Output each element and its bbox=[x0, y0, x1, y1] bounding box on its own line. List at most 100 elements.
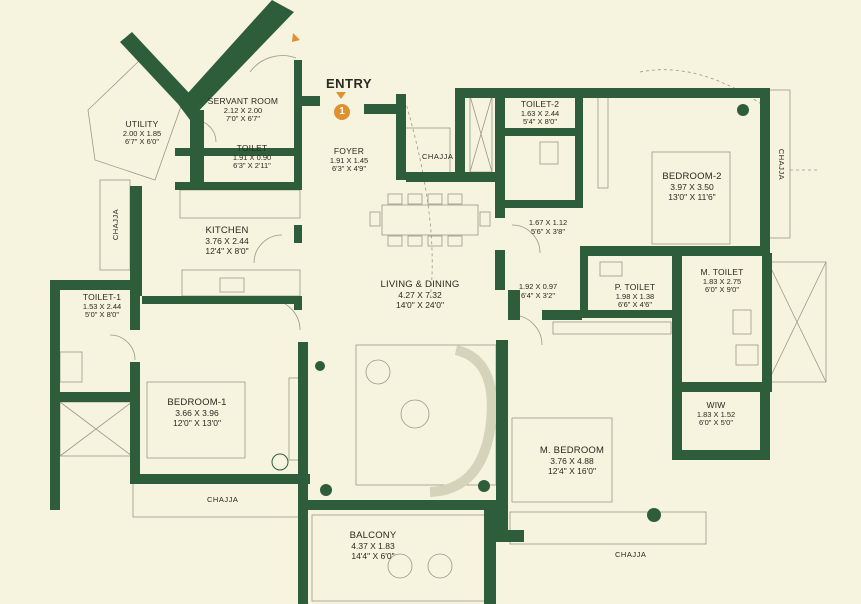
m-bedroom-bed bbox=[511, 417, 613, 503]
room-dims-imperial: 7'0" X 6'7" bbox=[225, 114, 261, 124]
room-servant: SERVANT ROOM 2.12 X 2.00 7'0" X 6'7" bbox=[207, 96, 279, 124]
wall-m-toilet-right bbox=[762, 253, 772, 383]
room-name: BEDROOM-1 bbox=[167, 397, 227, 408]
bedroom-2-bed bbox=[651, 151, 731, 245]
wall-servant-right bbox=[294, 60, 302, 190]
entry-arc bbox=[404, 99, 433, 301]
wall-foyer-top-right bbox=[364, 104, 398, 114]
room-dims-imperial: 6'3" X 2'11" bbox=[233, 161, 271, 171]
room-p-toilet: P. TOILET 1.98 X 1.38 6'6" X 4'6" bbox=[615, 282, 656, 310]
room-foyer: FOYER 1.91 X 1.45 6'3" X 4'9" bbox=[329, 146, 369, 174]
room-passage-1: 1.67 X 1.12 5'6" X 3'8" bbox=[528, 218, 568, 236]
entry-badge: 1 bbox=[334, 104, 350, 120]
room-bedroom-2: BEDROOM-2 3.97 X 3.50 13'0" X 11'6" bbox=[662, 171, 721, 202]
plant-bedroom-2 bbox=[737, 104, 749, 116]
room-dims-metric: 2.12 X 2.00 bbox=[223, 105, 263, 115]
wall-balcony-top bbox=[298, 500, 498, 510]
room-wiw: WIW 1.83 X 1.52 6'0" X 5'0" bbox=[696, 400, 736, 428]
living-sofa bbox=[429, 345, 497, 497]
room-dims-metric: 1.67 X 1.12 bbox=[528, 218, 568, 227]
dining-table bbox=[381, 204, 479, 236]
chajja-label-bottom-left: CHAJJA bbox=[207, 495, 239, 504]
chajja-label-left: CHAJJA bbox=[111, 208, 121, 241]
wall-m-bedroom-top-left bbox=[508, 290, 520, 320]
wall-passage-left bbox=[495, 250, 505, 290]
room-dims-metric: 1.91 X 1.45 bbox=[329, 155, 369, 165]
wall-kitchen-right-a bbox=[294, 225, 302, 243]
wall-top-bedroom-2 bbox=[455, 88, 635, 98]
room-dims-imperial: 12'0" X 13'0" bbox=[172, 417, 222, 428]
wall-utility-left bbox=[120, 32, 190, 104]
wall-m-bedroom-top bbox=[542, 310, 582, 320]
wall-balcony-right bbox=[484, 500, 496, 604]
room-name: WIW bbox=[706, 400, 726, 410]
wall-kitchen-bottom bbox=[142, 296, 302, 304]
plants-layer bbox=[271, 104, 749, 522]
wall-bedroom-1-left bbox=[130, 362, 140, 482]
balcony-chair-1 bbox=[387, 553, 413, 579]
door-swing-servant bbox=[249, 55, 297, 73]
wardrobe-bedroom-2 bbox=[597, 95, 609, 189]
wall-foyer-top-left bbox=[302, 96, 320, 106]
coffee-table bbox=[400, 399, 430, 429]
chajja-label-top: CHAJJA bbox=[422, 152, 454, 161]
room-balcony: BALCONY 4.37 X 1.83 14'4" X 6'0" bbox=[350, 530, 397, 561]
chajja-label-bottom-right: CHAJJA bbox=[615, 550, 647, 559]
door-swing-passage bbox=[511, 224, 541, 254]
room-dims-imperial: 5'6" X 3'8" bbox=[530, 226, 566, 236]
chajja-label-right: CHAJJA bbox=[777, 148, 787, 181]
room-toilet-2: TOILET-2 1.63 X 2.44 5'4" X 8'0" bbox=[521, 99, 559, 127]
bedroom-1-bed bbox=[146, 381, 246, 459]
wall-p-toilet-bottom bbox=[580, 310, 680, 318]
room-m-toilet: M. TOILET 1.83 X 2.75 6'0" X 9'0" bbox=[700, 267, 744, 295]
room-name: TOILET bbox=[236, 143, 268, 153]
toilet-2-wc bbox=[539, 141, 559, 165]
room-name: FOYER bbox=[333, 146, 365, 156]
room-dims-imperial: 6'7" X 6'0" bbox=[124, 137, 160, 147]
wall-living-left bbox=[298, 342, 308, 604]
room-name: SERVANT ROOM bbox=[207, 96, 279, 106]
room-dims-imperial: 6'3" X 4'9" bbox=[331, 164, 367, 174]
room-dims-imperial: 6'4" X 3'2" bbox=[520, 290, 556, 300]
wall-toilet-2-mid bbox=[505, 128, 575, 136]
wall-toilet-1-top bbox=[56, 280, 142, 290]
room-dims-metric: 1.53 X 2.44 bbox=[82, 301, 122, 311]
wall-p-toilet-left bbox=[580, 256, 588, 314]
room-dims-metric: 1.83 X 1.52 bbox=[696, 409, 736, 419]
room-dims-imperial: 6'0" X 5'0" bbox=[698, 418, 734, 428]
room-passage-2: 1.92 X 0.97 6'4" X 3'2" bbox=[519, 282, 557, 300]
room-dims-metric: 3.97 X 3.50 bbox=[670, 181, 714, 192]
room-dims-imperial: 14'0" X 24'0" bbox=[395, 299, 445, 310]
wall-m-toilet-bottom bbox=[682, 382, 772, 392]
room-m-bedroom: M. BEDROOM 3.76 X 4.88 12'4" X 16'0" bbox=[540, 445, 604, 476]
wall-toilet-2-right-a bbox=[495, 98, 505, 218]
room-name: KITCHEN bbox=[205, 225, 249, 236]
room-name: UTILITY bbox=[125, 119, 159, 129]
wall-m-bedroom-corner bbox=[496, 530, 524, 542]
m-toilet-wc bbox=[732, 309, 752, 335]
m-toilet-basin bbox=[735, 344, 759, 366]
room-kitchen: KITCHEN 3.76 X 2.44 12'4" X 8'0" bbox=[205, 225, 249, 256]
arc-bedroom-2 bbox=[639, 69, 771, 111]
room-dims-metric: 3.76 X 2.44 bbox=[205, 235, 249, 246]
room-dims-imperial: 5'4" X 8'0" bbox=[522, 117, 558, 127]
room-dims-imperial: 6'0" X 9'0" bbox=[704, 285, 740, 295]
room-dims-metric: 4.27 X 7.32 bbox=[398, 289, 442, 300]
entry-arrow bbox=[336, 92, 346, 99]
wall-m-toilet-left bbox=[672, 256, 682, 396]
wall-wiw-right bbox=[760, 392, 770, 452]
wall-wiw-left bbox=[672, 396, 682, 460]
wardrobe-m-bedroom bbox=[552, 321, 672, 335]
room-name: M. TOILET bbox=[700, 267, 744, 277]
room-dims-imperial: 5'0" X 8'0" bbox=[84, 310, 120, 320]
balcony-chair-2 bbox=[427, 553, 453, 579]
plant-living-3 bbox=[478, 480, 490, 492]
wall-kitchen-right-b bbox=[294, 300, 302, 310]
wall-toilet-1-bottom bbox=[60, 392, 140, 402]
room-dims-metric: 3.76 X 4.88 bbox=[550, 455, 594, 466]
room-toilet: TOILET 1.91 X 0.90 6'3" X 2'11" bbox=[233, 143, 271, 171]
wall-kitchen-left bbox=[130, 186, 142, 296]
wall-toilet-top bbox=[175, 148, 301, 156]
room-living-dining: LIVING & DINING 4.27 X 7.32 14'0" X 24'0… bbox=[380, 279, 459, 310]
